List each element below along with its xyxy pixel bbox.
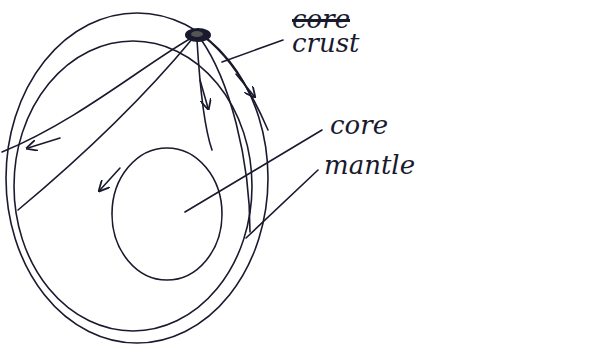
mantle-outline [14, 41, 252, 331]
wave-path [200, 38, 250, 232]
earthquake-focus [185, 28, 211, 42]
leader-line [222, 40, 283, 62]
wave-path [197, 40, 212, 150]
layer-label: crust [292, 30, 360, 56]
leader-line [185, 130, 322, 212]
wave-arrow [28, 138, 60, 148]
layer-label: mantle [324, 152, 415, 178]
core-outline [112, 148, 222, 280]
leader-line [246, 170, 318, 238]
earthquake-focus [191, 31, 203, 37]
wave-arrow [100, 168, 120, 190]
crust-outline [6, 13, 268, 343]
layer-label: core [330, 112, 388, 138]
wave-path [203, 36, 268, 130]
wave-path [18, 38, 193, 210]
wave-arrow [200, 80, 208, 108]
wave-path [2, 36, 195, 152]
wave-arrow [236, 74, 254, 96]
layer-label: core [292, 6, 350, 32]
